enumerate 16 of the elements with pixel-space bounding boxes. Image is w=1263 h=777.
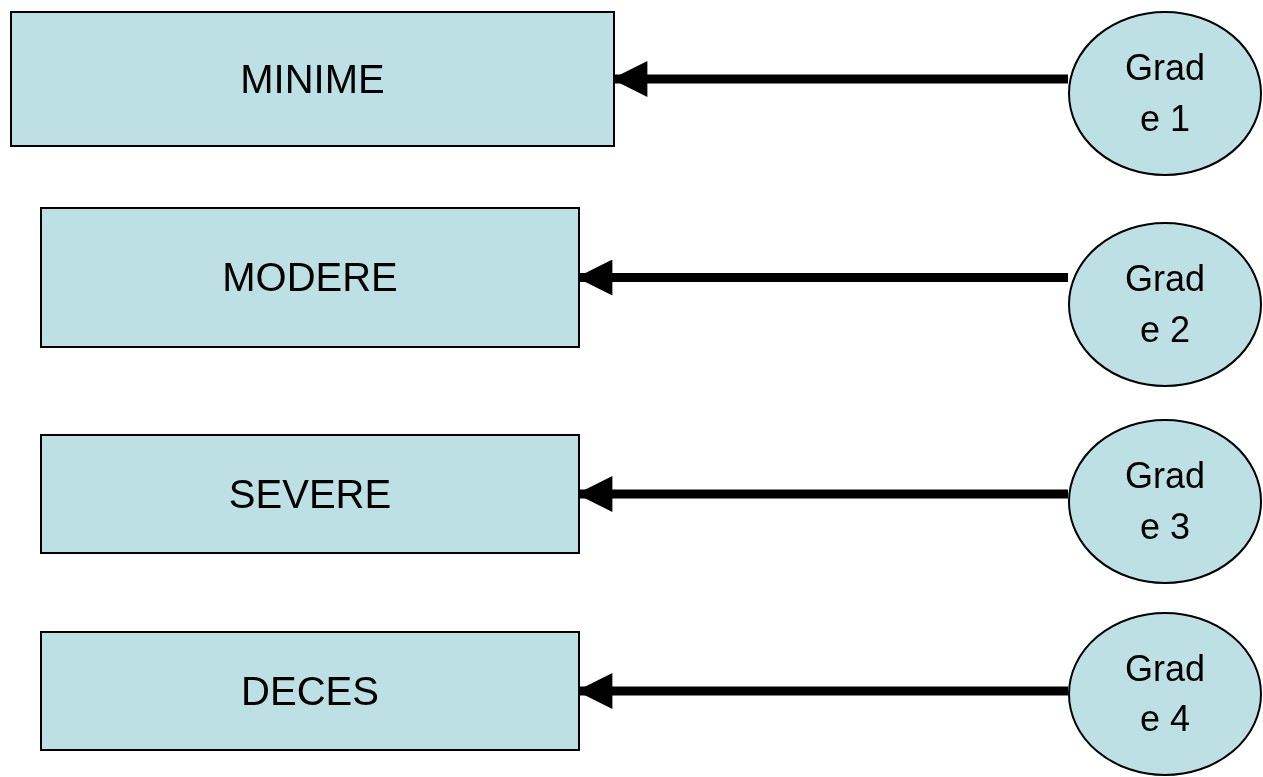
node-label: DECES bbox=[241, 668, 379, 714]
node-label: Grade 4 bbox=[1123, 646, 1206, 741]
node-label: MINIME bbox=[240, 56, 385, 102]
grade-ellipse bbox=[1068, 612, 1262, 776]
node-label: MODERE bbox=[222, 255, 398, 300]
node-label: Grade 1 bbox=[1123, 46, 1206, 141]
severity-box bbox=[40, 631, 580, 751]
node-label: Grade 3 bbox=[1123, 454, 1206, 549]
node-label: SEVERE bbox=[228, 471, 392, 517]
severity-box bbox=[40, 207, 580, 348]
grade-ellipse bbox=[1068, 222, 1262, 387]
grade-ellipse bbox=[1068, 419, 1262, 584]
severity-box bbox=[10, 11, 615, 147]
node-label: Grade 2 bbox=[1123, 257, 1206, 352]
grade-ellipse bbox=[1068, 11, 1262, 176]
severity-box bbox=[40, 434, 580, 554]
